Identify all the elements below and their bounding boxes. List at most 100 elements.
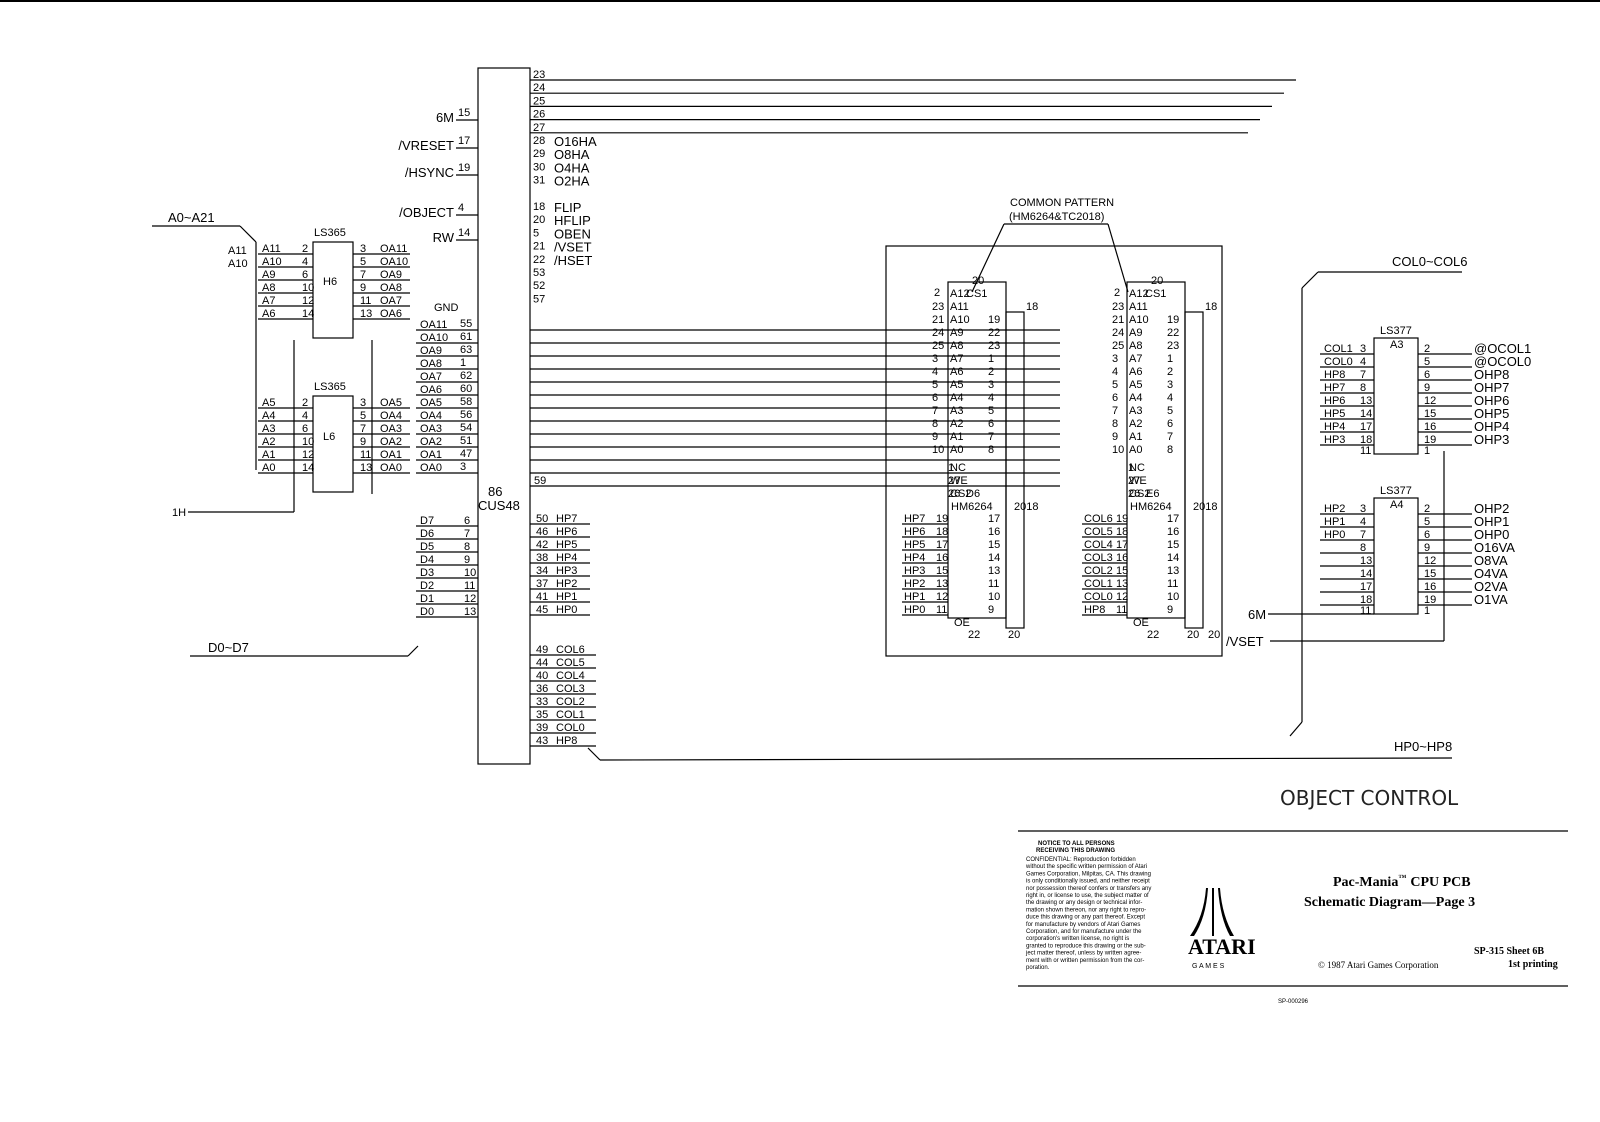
cus48-data-pin: 10 [464,567,476,579]
chip-2018-e6 [1184,311,1204,629]
ls377-out-pin: 6 [1424,529,1430,541]
ls377-out-label: OHP4 [1474,419,1509,434]
cus48-left-pin: 19 [458,162,470,174]
e6-ref: E6 [1146,488,1159,500]
gnd-label: GND [434,302,459,314]
h6pins-out-label: OA11 [380,243,407,255]
ls377-clr-pin: 1 [1424,605,1430,617]
ram-addr-pin: 10 [932,444,944,456]
signal-6m: 6M [1248,607,1266,622]
cus48-right-pin: 29 [533,148,545,160]
cus48-addr-pin: 54 [460,422,472,434]
ls377-out-label: O2VA [1474,579,1508,594]
vset-pin: 20 [1208,629,1220,641]
ram-addr-label: A0 [950,444,963,456]
chip-cus48 [477,67,531,765]
notice-text: CONFIDENTIAL: Reproduction forbiddenwith… [1025,857,1151,971]
notice-line: right in, or license to use, the subject… [1026,893,1149,899]
ram-a12-pin: 2 [934,287,940,299]
ram-nc-pin: 1 [948,462,954,474]
ram-data-pin: 17 [1116,539,1128,551]
ls377-out-pin: 2 [1424,503,1430,515]
title-board: CPU PCB [1410,875,1470,890]
ram-addr-pin: 9 [932,431,938,443]
h6pins-in-label: A8 [262,282,275,294]
ls377-in-label: HP0 [1324,529,1345,541]
signal-1h: 1H [172,507,186,519]
cus48-col-pin: 43 [536,735,548,747]
ram-2018-pin: 8 [988,444,994,456]
ram-cs1-pin: 20 [1151,275,1163,287]
ram-a12-label: A12 [950,288,970,300]
ram-2018-bottom-pin: 20 [1008,629,1020,641]
ram-addr-pin: 23 [932,301,944,313]
l6pins-out-label: OA3 [380,423,402,435]
ls377-in-pin: 17 [1360,421,1372,433]
cus48-addr-pin: 51 [460,435,472,447]
notice-line: duce this drawing or any part thereof. E… [1026,915,1145,921]
cus48-addr-pin: 60 [460,383,472,395]
cus48-addr-pin: 56 [460,409,472,421]
ls377-in-label: HP3 [1324,434,1345,446]
a3-ref: A3 [1390,339,1403,351]
h6pins-out-label: OA8 [380,282,402,294]
ram-data-pin: 17 [936,539,948,551]
ram-addr-label: A2 [950,418,963,430]
l6pins-out-pin: 5 [360,410,366,422]
cus48-mid-pin: 5 [533,227,539,239]
ram-2018-pin: 22 [1167,327,1179,339]
l6pins-out-label: OA5 [380,397,402,409]
l6pins-out-label: OA4 [380,410,402,422]
ram-oe-pin: 18 [1205,301,1217,313]
cus48-type: CUS48 [478,498,520,513]
ram-addr-pin: 21 [1112,314,1124,326]
cus48-col-pin: 44 [536,657,548,669]
ram-out-pin: 15 [1167,539,1179,551]
ram-addr-pin: 7 [1112,405,1118,417]
cus48-right-pin: 27 [533,122,545,134]
ls377-in-label: HP5 [1324,408,1345,420]
cus48-col-pin: 40 [536,670,548,682]
ls377-in-label: HP6 [1324,395,1345,407]
ram-we-pin: 27 [948,475,960,487]
ram-data-label: HP8 [1084,604,1105,616]
notice-line: Corporation, and for manufacture under t… [1026,929,1142,935]
ram-addr-pin: 24 [1112,327,1124,339]
ls377-in-label: HP1 [1324,516,1345,528]
cus48-addr-pin: 58 [460,396,472,408]
ls377-out-pin: 19 [1424,594,1436,606]
cus48-mid-pin: 57 [533,293,545,305]
ram-nc-pin: 1 [1128,462,1134,474]
ls377-out-pin: 9 [1424,542,1430,554]
cus48-mid-signal: /HSET [554,253,592,268]
ls377-in-pin: 17 [1360,581,1372,593]
ram-out-pin: 10 [1167,591,1179,603]
ram-addr-label: A1 [950,431,963,443]
addr-bus-bend [239,225,257,243]
ls377-out-label: O16VA [1474,540,1515,555]
ls377-out-label: OHP2 [1474,501,1509,516]
cus48-left-pin: 17 [458,135,470,147]
cus48-addr-label: OA0 [420,462,442,474]
ram-addr-label: A4 [1129,392,1142,404]
ram-data-pin: 15 [936,565,948,577]
ram-data-label: COL1 [1084,578,1113,590]
cus48-hp-label: HP1 [556,591,577,603]
ram-out-pin: 10 [988,591,1000,603]
cus48-addr-pin: 1 [460,357,466,369]
ls377-in-pin: 18 [1360,594,1372,606]
addr-bus-label: A0~A21 [168,210,215,225]
l6pins-in-pin: 12 [302,449,314,461]
h6pins-in-pin: 4 [302,256,308,268]
d6-ref: D6 [966,488,980,500]
ram-cs2-pin: 26 [948,488,960,500]
h6pins-in-pin: 12 [302,295,314,307]
cus48-hp-pin: 37 [536,578,548,590]
ram-addr-pin: 9 [1112,431,1118,443]
ls377-out-pin: 12 [1424,395,1436,407]
ram-2018-pin: 19 [1167,314,1179,326]
h6pins-in-pin: 2 [302,243,308,255]
ram-addr-label: A0 [1129,444,1142,456]
ls377-clr-pin: 1 [1424,445,1430,457]
